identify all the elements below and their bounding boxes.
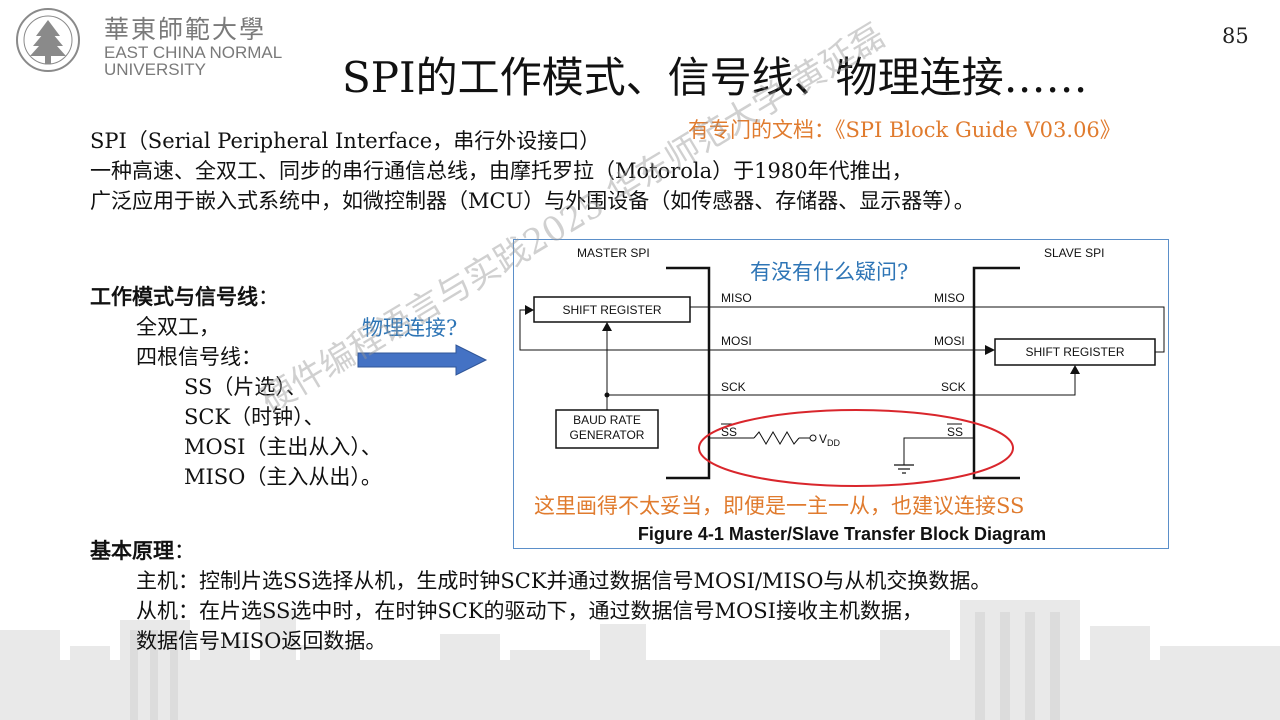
master-spi-label: MASTER SPI: [577, 246, 650, 260]
intro-line-1: SPI（Serial Peripheral Interface，串行外设接口）: [90, 126, 975, 156]
logo-chinese-text: 華東師範大學: [104, 10, 266, 46]
vdd-label: VDD: [819, 432, 841, 448]
logo-english-line-2: UNIVERSITY: [104, 61, 206, 78]
master-miso-label: MISO: [721, 291, 752, 305]
intro-paragraph: SPI（Serial Peripheral Interface，串行外设接口） …: [90, 126, 975, 216]
signal-sck: SCK（时钟）、: [90, 402, 382, 432]
principle-heading-colon: ：: [174, 539, 195, 563]
slave-mosi-label: MOSI: [934, 334, 965, 348]
slave-shift-register-label: SHIFT REGISTER: [1025, 345, 1124, 359]
principle-heading-row: 基本原理：: [90, 536, 991, 566]
modes-heading: 工作模式与信号线: [90, 284, 258, 309]
baud-rate-label-1: BAUD RATE: [573, 413, 641, 427]
page-number: 85: [1222, 24, 1249, 48]
modes-heading-row: 工作模式与信号线：: [90, 282, 382, 312]
modes-heading-colon: ：: [258, 285, 279, 309]
slide-title: SPI的工作模式、信号线、物理连接……: [342, 44, 1088, 105]
slave-sck-label: SCK: [941, 380, 966, 394]
master-shift-register-label: SHIFT REGISTER: [562, 303, 661, 317]
intro-line-2: 一种高速、全双工、同步的串行通信总线，由摩托罗拉（Motorola）于1980年…: [90, 156, 975, 186]
logo-english-line-1: EAST CHINA NORMAL: [104, 44, 282, 61]
modes-section: 工作模式与信号线： 全双工， 四根信号线： SS（片选）、 SCK（时钟）、 M…: [90, 282, 382, 492]
principle-slave-1: 从机：在片选SS选中时，在时钟SCK的驱动下，通过数据信号MOSI接收主机数据，: [90, 596, 991, 626]
slave-miso-label: MISO: [934, 291, 965, 305]
ss-highlight-ellipse: [699, 410, 1013, 486]
vdd-label-v: V: [819, 432, 827, 446]
question-note: 有没有什么疑问?: [750, 256, 908, 286]
slave-ss-label: SS: [947, 425, 963, 439]
signal-mosi: MOSI（主出从入）、: [90, 432, 382, 462]
university-logo: 華東師範大學 EAST CHINA NORMAL UNIVERSITY: [8, 6, 308, 76]
principle-master: 主机：控制片选SS选择从机，生成时钟SCK并通过数据信号MOSI/MISO与从机…: [90, 566, 991, 596]
signal-miso: MISO（主入从出）。: [90, 462, 382, 492]
principle-section: 基本原理： 主机：控制片选SS选择从机，生成时钟SCK并通过数据信号MOSI/M…: [90, 536, 991, 656]
baud-rate-label-2: GENERATOR: [570, 428, 645, 442]
master-sck-label: SCK: [721, 380, 746, 394]
principle-heading: 基本原理: [90, 538, 174, 563]
master-mosi-label: MOSI: [721, 334, 752, 348]
ss-connection-note: 这里画得不太妥当，即便是一主一从，也建议连接SS: [534, 490, 1024, 520]
slave-spi-label: SLAVE SPI: [1044, 246, 1104, 260]
principle-slave-2: 数据信号MISO返回数据。: [90, 626, 991, 656]
vdd-label-sub: DD: [827, 438, 840, 448]
university-emblem-icon: [8, 6, 94, 76]
